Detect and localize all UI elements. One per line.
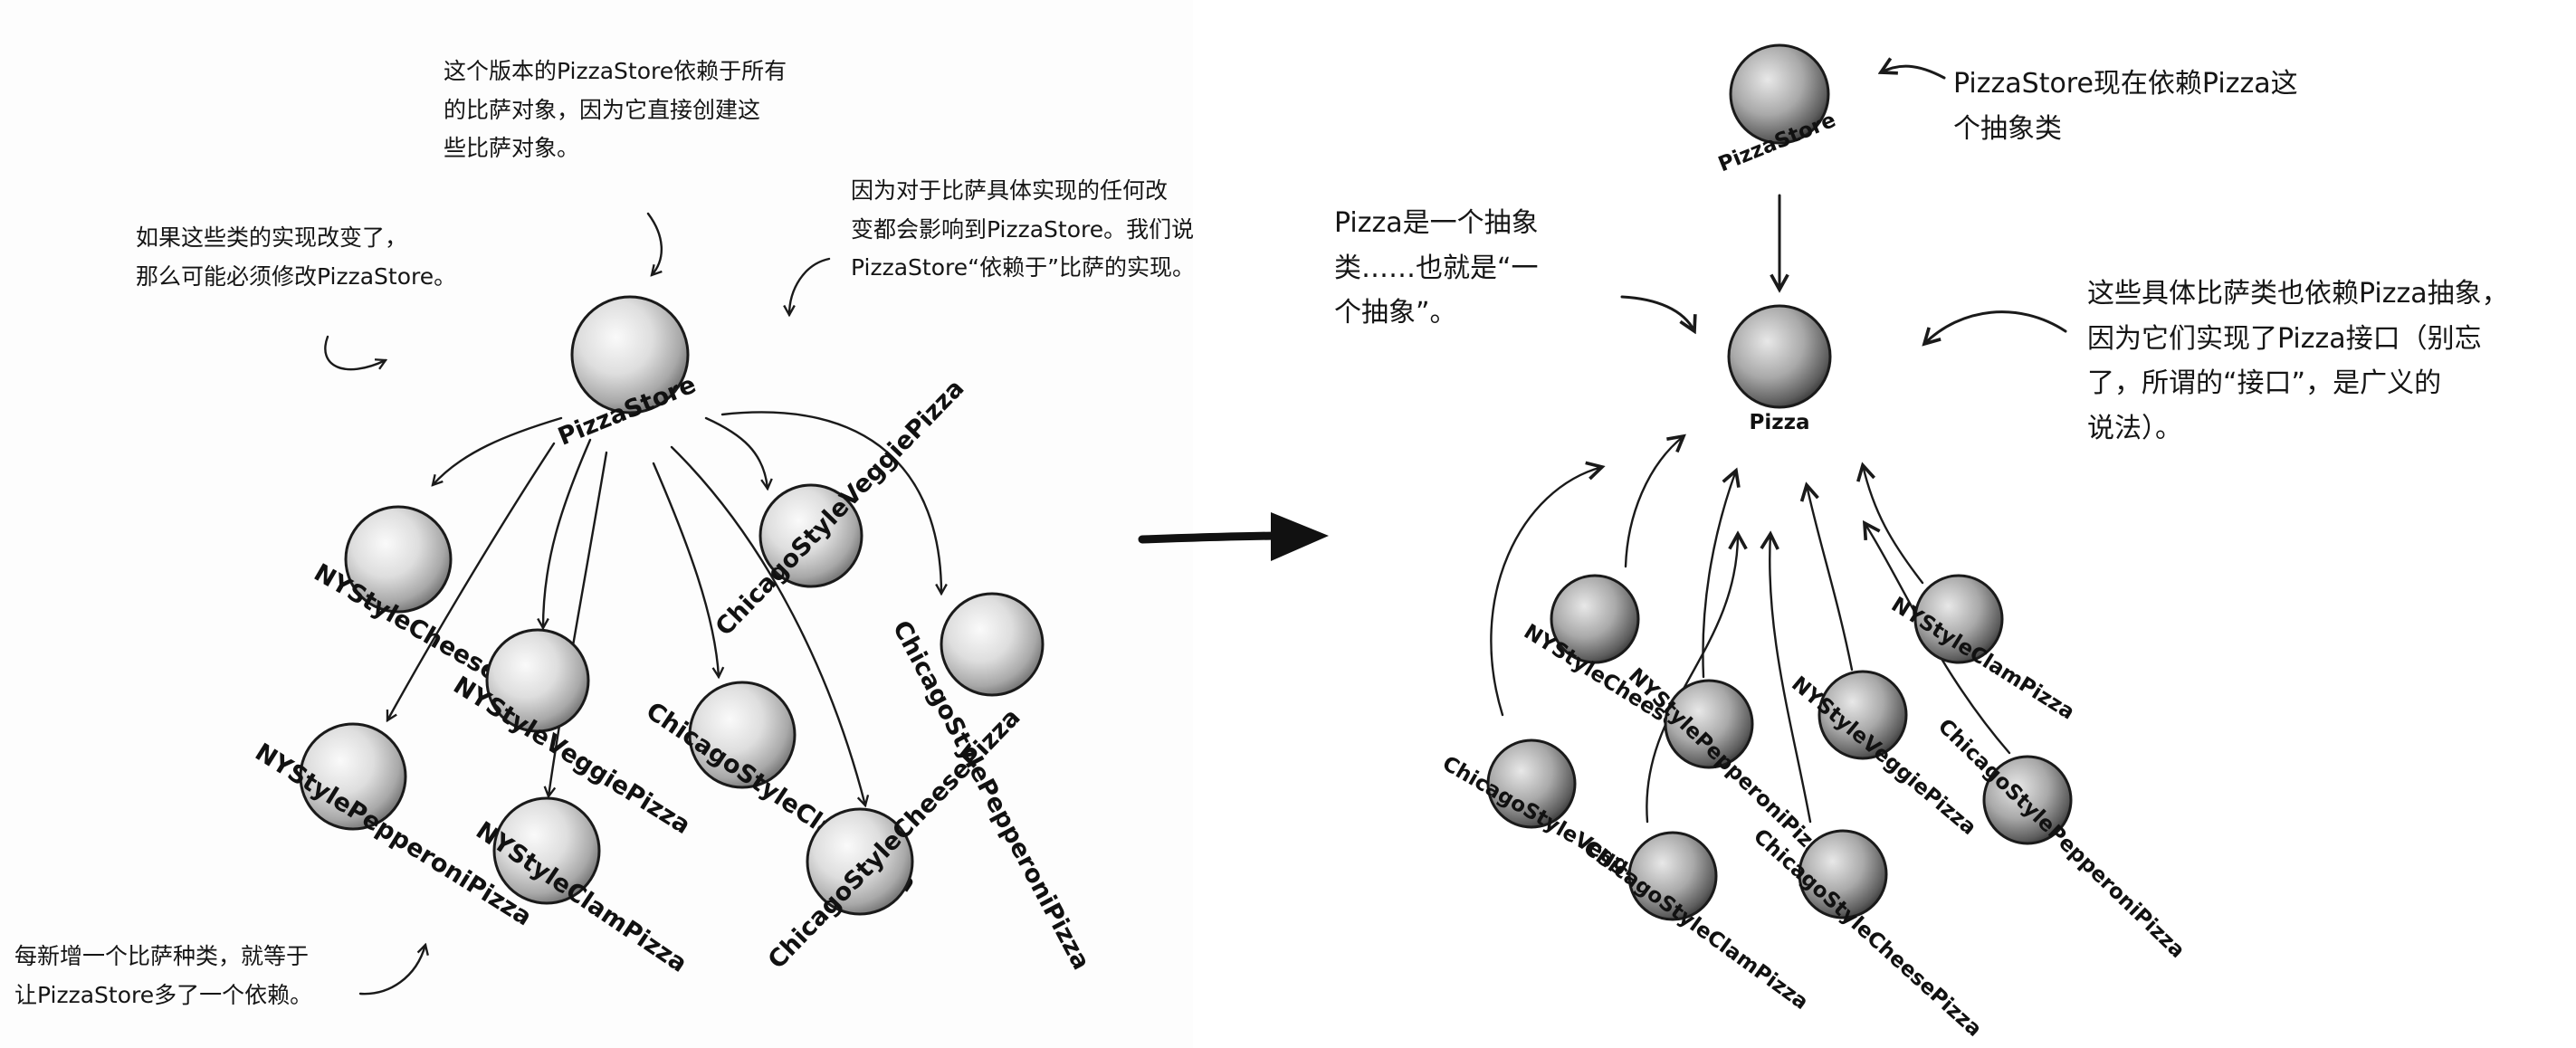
nodes-layer: PizzaStoreNYStyleCheesePizzaNYStyleVeggi… xyxy=(250,43,2190,1042)
left-node-chpep: ChicagoStylePepperoniPizza xyxy=(887,592,1095,975)
right-edge-chveggie-pizza xyxy=(1490,467,1602,717)
right-edge-chcheese-pizza xyxy=(1770,534,1812,824)
left-label-chcheese: ChicagoStyleCheesePizza xyxy=(763,703,1026,975)
left-edge-store-nypep xyxy=(386,442,556,720)
left-edge-store-nycheese xyxy=(433,416,563,485)
left-edge-store-chclam xyxy=(652,462,719,677)
right-edge-chclam-pizza xyxy=(1646,534,1738,824)
left-edge-store-nyclam xyxy=(549,451,608,796)
right-label-pizza: Pizza xyxy=(1749,411,1809,434)
right-ball-nycheese xyxy=(1550,574,1640,664)
transition-arrow xyxy=(1138,512,1329,561)
left-edge-store-chveggie xyxy=(704,416,768,489)
right-node-nyclam: NYStyleClamPizza xyxy=(1887,574,2078,725)
right-ball-pizza xyxy=(1727,304,1832,409)
right-node-chcheese: ChicagoStyleCheesePizza xyxy=(1749,824,1986,1042)
left-ball-store xyxy=(570,295,690,414)
right-ball-store xyxy=(1729,43,1830,145)
arrow-store-depends xyxy=(1881,66,1946,80)
arrow-each-new-type xyxy=(358,945,425,996)
right-edge-nypep-pizza xyxy=(1702,471,1736,679)
right-edge-nyclam-pizza xyxy=(1863,465,1924,585)
left-ball-chcheese xyxy=(806,807,914,916)
note-each-new-type: 每新增一个比萨种类，就等于 让PizzaStore多了一个依赖。 xyxy=(14,943,313,1008)
right-label-chpep: ChicagoStylePepperoniPizza xyxy=(1933,715,2190,963)
note-depends-because: 因为对于比萨具体实现的任何改 变都会影响到PizzaStore。我们说 Pizz… xyxy=(851,177,1196,281)
right-ball-chpep xyxy=(1982,755,2073,845)
arrow-depends-because xyxy=(789,257,831,315)
arrow-concrete-depend xyxy=(1924,310,2067,344)
right-ball-chcheese xyxy=(1798,829,1888,919)
right-edge-nyveggie-pizza xyxy=(1807,485,1854,672)
arrow-pizza-abstract xyxy=(1620,295,1694,331)
right-node-nyveggie: NYStyleVeggiePizza xyxy=(1787,670,1980,840)
left-panel-background xyxy=(0,0,1193,1048)
right-node-store: PizzaStore xyxy=(1715,43,1839,176)
left-node-chcheese: ChicagoStyleCheesePizza xyxy=(763,703,1026,975)
right-ball-nypep xyxy=(1664,679,1754,769)
right-node-pizza: Pizza xyxy=(1727,304,1832,434)
left-ball-nycheese xyxy=(344,505,453,614)
left-ball-chveggie xyxy=(758,483,863,588)
left-ball-chclam xyxy=(688,681,797,789)
note-pizza-abstract: Pizza是一个抽象 类……也就是“一 个抽象”。 xyxy=(1334,207,1539,329)
right-ball-chclam xyxy=(1627,831,1718,921)
note-depends-on-all: 这个版本的PizzaStore依赖于所有 的比萨对象，因为它直接创建这 些比萨对… xyxy=(444,58,787,161)
edges-layer xyxy=(324,66,2067,996)
arrow-impl-change xyxy=(324,335,386,371)
left-ball-nyveggie xyxy=(485,628,590,733)
note-concrete-depend: 这些具体比萨类也依赖Pizza抽象， 因为它们实现了Pizza接口（别忘 了，所… xyxy=(2087,278,2509,444)
left-node-store: PizzaStore xyxy=(554,295,700,452)
note-impl-change: 如果这些类的实现改变了， 那么可能必须修改PizzaStore。 xyxy=(136,224,457,290)
left-edge-store-chcheese xyxy=(670,445,865,805)
right-ball-nyclam xyxy=(1913,574,2004,664)
left-ball-nypep xyxy=(299,722,407,831)
right-ball-chveggie xyxy=(1486,738,1577,829)
left-node-chveggie: ChicagoStyleVeggiePizza xyxy=(711,375,970,642)
arrow-depends-on-all xyxy=(646,212,663,275)
right-ball-nyveggie xyxy=(1818,670,1908,760)
right-node-chpep: ChicagoStylePepperoniPizza xyxy=(1933,715,2190,963)
left-edge-store-chpep xyxy=(720,411,941,594)
left-label-chveggie: ChicagoStyleVeggiePizza xyxy=(711,375,970,642)
left-edge-store-nyveggie xyxy=(543,438,592,628)
right-edge-nycheese-pizza xyxy=(1624,436,1684,568)
note-store-depends: PizzaStore现在依赖Pizza这 个抽象类 xyxy=(1953,68,2298,145)
left-ball-chpep xyxy=(940,592,1045,697)
left-ball-nyclam xyxy=(492,796,601,905)
